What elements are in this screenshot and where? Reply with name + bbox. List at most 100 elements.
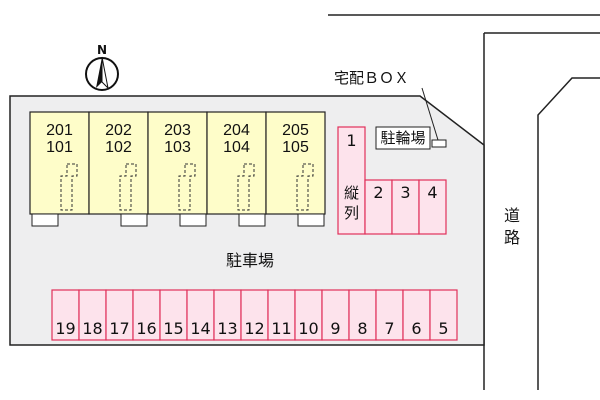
parking-slot: 19 [51, 289, 80, 341]
parking-slot-outline [105, 289, 134, 341]
parking-slot-outline [402, 289, 431, 341]
parking-slot-number: 19 [55, 319, 75, 338]
parking-slot-number: 13 [217, 319, 237, 338]
unit-number-lower: 103 [164, 139, 191, 156]
parking-slot-outline [418, 179, 447, 235]
unit-entry-box [120, 213, 148, 227]
unit-number-upper: 202 [105, 122, 132, 139]
parking-slot-outline [348, 289, 377, 341]
parking-slot-number: 2 [373, 183, 383, 202]
compass-needle-dark [96, 57, 102, 88]
parking-slot-number: 12 [244, 319, 264, 338]
bicycle-parking-label: 駐輪場 [380, 129, 425, 147]
compass: N [85, 43, 119, 91]
parking-slot-number: 4 [427, 183, 437, 202]
unit-outline [147, 111, 208, 215]
parking-slot-outline [391, 179, 420, 235]
stair-outline [237, 163, 255, 211]
parking-slot-number: 3 [400, 183, 410, 202]
compass-needle-light [101, 56, 109, 90]
unit-outline [29, 111, 90, 215]
parking-lot-label: 駐車場 [226, 251, 274, 270]
unit-entry-box [179, 213, 207, 227]
bicycle-parking-box [375, 126, 431, 150]
parking-slot-outline [321, 289, 350, 341]
parking-slot-number: 16 [136, 319, 156, 338]
tandem-label-char: 縦 [344, 184, 359, 202]
parking-slot-outline [132, 289, 161, 341]
parking-slot: 2 [364, 179, 393, 235]
parking-slot: 11 [267, 289, 296, 341]
parking-slot: 8 [348, 289, 377, 341]
parking-slot-outline [267, 289, 296, 341]
parking-slot: 7 [375, 289, 404, 341]
parking-slot: 12 [240, 289, 269, 341]
parking-slot: 6 [402, 289, 431, 341]
parking-slot-number: 17 [109, 319, 129, 338]
parking-slot-number: 8 [357, 319, 367, 338]
parking-slot-outline [364, 179, 393, 235]
parking-slot-number: 11 [271, 319, 291, 338]
tandem-label-char: 列 [344, 204, 359, 222]
parking-slot: 15 [159, 289, 188, 341]
parking-slot-outline [294, 289, 323, 341]
delivery-box-leader [421, 87, 439, 141]
parking-slot-outline [186, 289, 215, 341]
parking-slot-outline [51, 289, 80, 341]
stair-outline [119, 163, 137, 211]
parking-slot-outline [78, 289, 107, 341]
delivery-box-label: 宅配ＢＯＸ [334, 69, 409, 87]
parking-slot: 17 [105, 289, 134, 341]
parking-slot-outline [159, 289, 188, 341]
parking-slot-number: 1 [346, 131, 356, 150]
unit-number-upper: 203 [164, 122, 191, 139]
unit-number-lower: 105 [282, 139, 309, 156]
delivery-box-marker [431, 139, 447, 148]
unit-outline [265, 111, 326, 215]
parking-slot-number: 14 [190, 319, 210, 338]
road-label-char-1: 道 [504, 206, 520, 225]
unit-number-upper: 205 [282, 122, 309, 139]
unit-number-upper: 204 [223, 122, 250, 139]
unit-number-lower: 102 [105, 139, 132, 156]
north-label: N [97, 43, 107, 57]
road-edge-east [537, 77, 600, 390]
stair-outline [296, 163, 314, 211]
unit-entry-box [297, 213, 325, 227]
parking-slot: 13 [213, 289, 242, 341]
parking-slot: 10 [294, 289, 323, 341]
parking-slot-outline [213, 289, 242, 341]
unit-number-upper: 201 [46, 122, 73, 139]
parking-slot: 14 [186, 289, 215, 341]
parking-slot: 1 縦列 [337, 126, 366, 235]
road-label: 道 路 [504, 206, 520, 247]
unit-number-lower: 101 [46, 139, 73, 156]
parking-slot-number: 15 [163, 319, 183, 338]
road-label-char-2: 路 [504, 228, 520, 247]
parking-slot: 18 [78, 289, 107, 341]
parking-slot: 5 [429, 289, 458, 341]
parking-slot-number: 7 [384, 319, 394, 338]
stair-outline [178, 163, 196, 211]
parking-slot-number: 5 [438, 319, 448, 338]
stair-outline [60, 163, 78, 211]
unit-number-lower: 104 [223, 139, 250, 156]
parking-slot-number: 10 [298, 319, 318, 338]
unit-entry-box [31, 213, 59, 227]
parking-slot: 9 [321, 289, 350, 341]
parking-slot-number: 9 [330, 319, 340, 338]
parking-slot: 4 [418, 179, 447, 235]
parking-slot-number: 6 [411, 319, 421, 338]
parking-slot: 3 [391, 179, 420, 235]
parking-slot-number: 18 [82, 319, 102, 338]
unit-outline [206, 111, 267, 215]
